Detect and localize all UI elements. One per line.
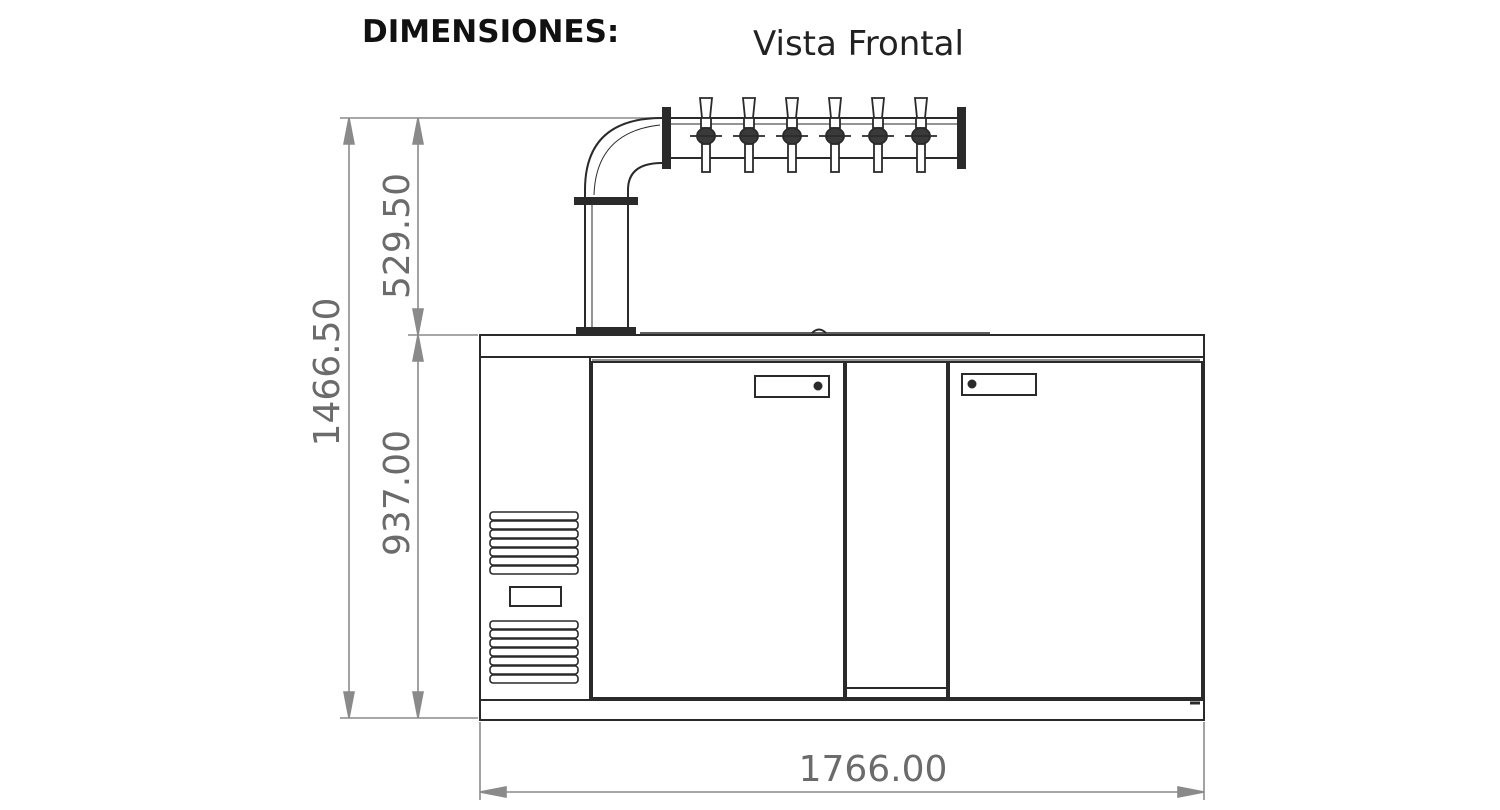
arrow-tower-top [412, 117, 424, 145]
left-door-lock [813, 381, 823, 391]
compressor-panel [479, 356, 591, 701]
faucet-2 [733, 97, 765, 173]
beer-tower [574, 107, 966, 335]
faucet-1 [690, 97, 722, 173]
faucet-4 [819, 97, 851, 173]
cabinet-top-counter [479, 334, 1205, 358]
cabinet-base [479, 699, 1205, 721]
left-door-handle [754, 375, 830, 398]
arrow-width-right [1177, 786, 1205, 798]
cabinet [479, 328, 1205, 721]
tower-elbow-inner [627, 162, 663, 200]
drip-tray-knob [811, 328, 827, 334]
right-door [948, 361, 1203, 699]
faucets [690, 97, 937, 173]
tower-base [576, 327, 636, 335]
dimension-cabinet-height-text: 937.00 [377, 430, 418, 556]
dimension-tower-height-text: 529.50 [377, 173, 418, 299]
tower-bar-right-cap [957, 107, 966, 169]
arrow-total-bottom [343, 691, 355, 719]
left-door [591, 361, 845, 699]
thermostat-display [509, 586, 562, 607]
faucet-6 [905, 97, 937, 173]
vent-grille-lower [489, 620, 579, 684]
dimension-width-text: 1766.00 [799, 749, 948, 790]
tower-elbow-highlight [593, 124, 661, 196]
vent-grille-upper [489, 511, 579, 575]
tower-flange [574, 197, 638, 205]
right-door-lock [967, 379, 977, 389]
arrow-tower-bottom [412, 308, 424, 336]
dimensions-heading: DIMENSIONES: [362, 14, 620, 50]
right-door-handle [961, 373, 1037, 396]
arrow-cabinet-bottom [412, 691, 424, 719]
arrow-total-top [343, 117, 355, 145]
arrow-width-left [479, 786, 507, 798]
dimension-total-height-text: 1466.50 [307, 298, 348, 447]
dimension-lines [340, 117, 1205, 800]
view-title: Vista Frontal [753, 24, 964, 64]
center-panel [845, 361, 948, 699]
faucet-3 [776, 97, 808, 173]
tower-elbow-outer [584, 117, 663, 200]
arrow-cabinet-top [412, 334, 424, 362]
faucet-5 [862, 97, 894, 173]
tower-bar-left-cap [662, 107, 671, 169]
